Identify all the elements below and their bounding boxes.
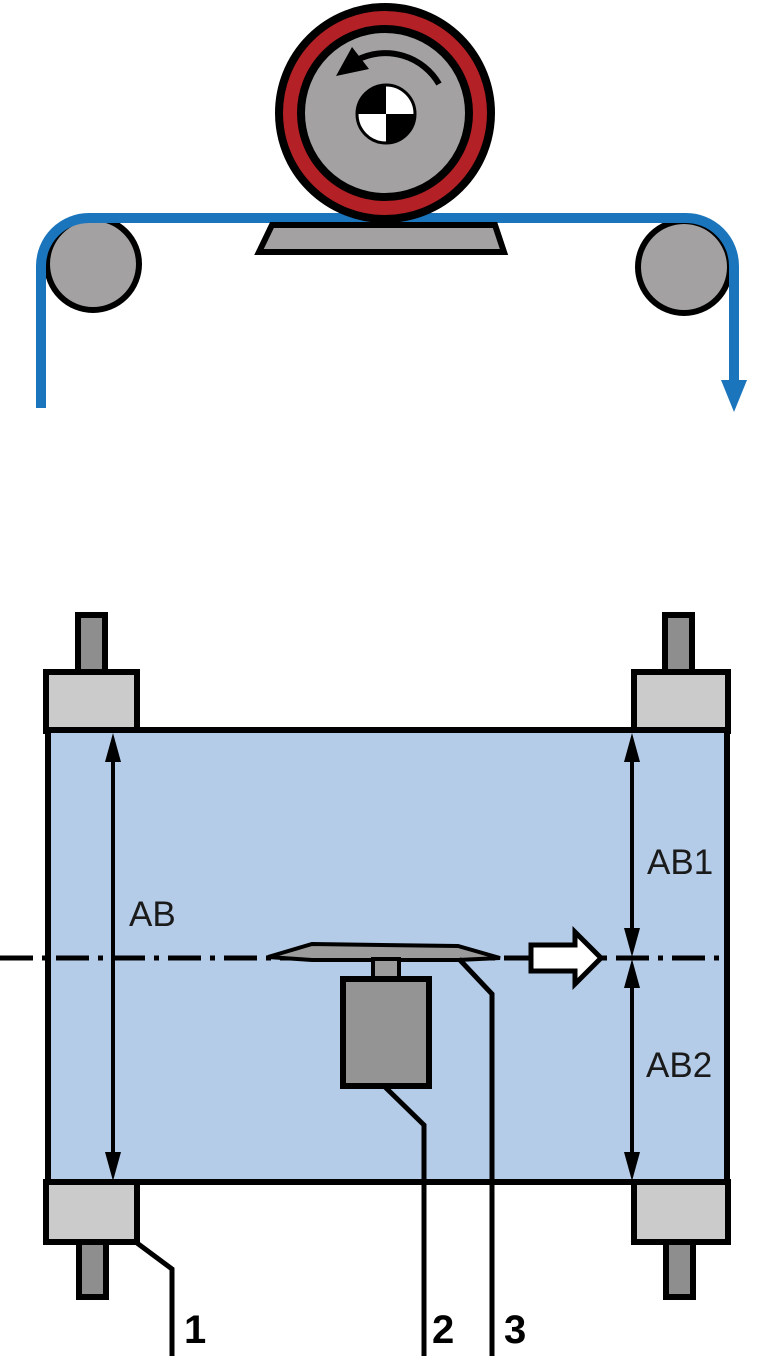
label-ab1: AB1: [647, 843, 713, 882]
dimension-ab1: [624, 733, 640, 957]
shaft-bottom-right: [663, 1239, 696, 1300]
bearing-block-bottom-left: [43, 1179, 140, 1245]
measuring-drum: [275, 3, 495, 223]
blade: [267, 941, 501, 962]
bearing-block-bottom-right: [631, 1179, 731, 1245]
center-of-mass-icon: [355, 83, 417, 145]
dimension-ab2: [624, 959, 640, 1181]
rotation-arrow-icon: [336, 47, 442, 86]
callout-label-1: 1: [184, 1308, 206, 1352]
bearing-block-top-left: [43, 669, 140, 734]
roller-journals: [43, 612, 731, 1300]
bearing-block-top-right: [631, 669, 731, 734]
base-trapezoid: [254, 222, 509, 255]
callout-label-3: 3: [504, 1308, 526, 1352]
shaft-bottom-left: [76, 1239, 109, 1300]
shaft-top-left: [75, 612, 108, 676]
label-ab: AB: [129, 895, 176, 934]
flow-arrow-icon: [528, 925, 605, 991]
callout-line-1: [135, 1240, 175, 1356]
down-arrow-icon: [721, 380, 747, 412]
sensor-box: [340, 976, 432, 1089]
working-width-schematic: AB AB1 AB2 1 2 3: [0, 612, 731, 1356]
callout-label-2: 2: [432, 1308, 454, 1352]
web-transport-schematic: [36, 3, 747, 412]
callout-line-2: [382, 1084, 427, 1356]
callout-line-3: [457, 957, 495, 1356]
shaft-top-right: [662, 612, 695, 676]
dimension-ab: [105, 733, 121, 1181]
label-ab2: AB2: [646, 1046, 712, 1085]
